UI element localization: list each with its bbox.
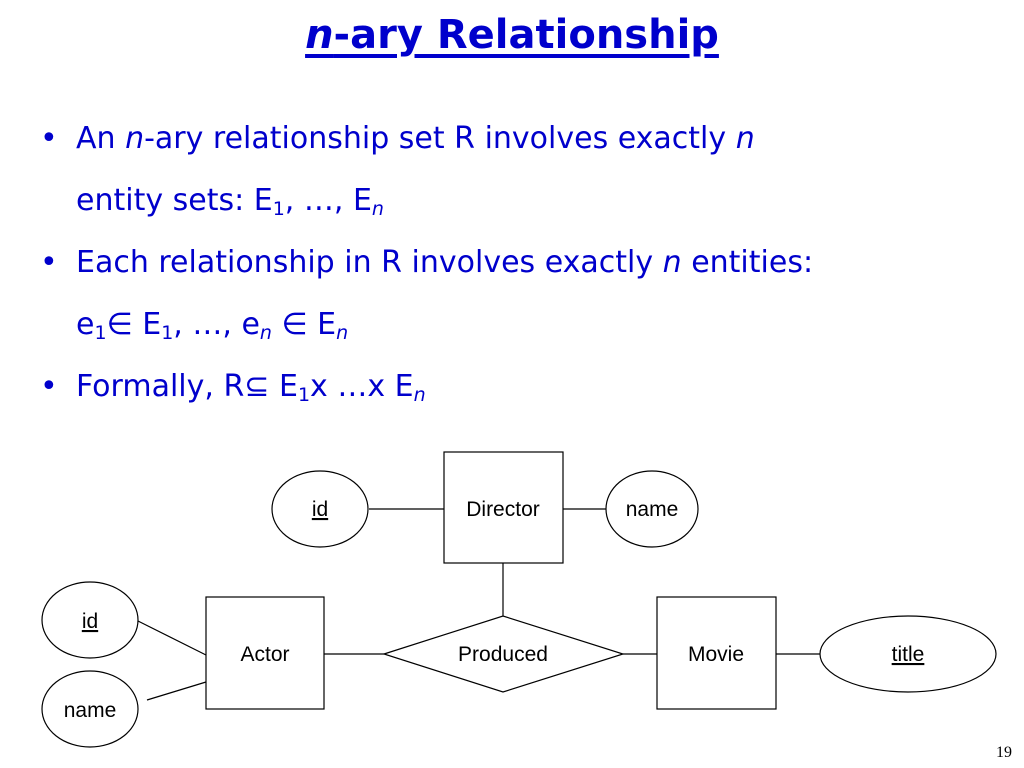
bullet-3: • Formally, R⊆ E1x …x En xyxy=(40,356,1000,418)
subscript: 1 xyxy=(161,322,174,344)
text: Formally, R xyxy=(76,369,245,404)
text: E xyxy=(317,307,337,342)
attribute-actor-id xyxy=(41,581,139,659)
attribute-movie-title xyxy=(819,615,997,693)
attribute-director-name xyxy=(605,470,699,548)
bullet-1: •An n-ary relationship set R involves ex… xyxy=(40,108,1000,232)
actor-label: Actor xyxy=(240,643,289,666)
entity-director xyxy=(443,451,564,564)
text: x …x E xyxy=(310,369,414,404)
bullet-dot: • xyxy=(40,245,58,280)
movie-title-label: title xyxy=(892,643,925,666)
subscript: 1 xyxy=(297,384,311,406)
text-italic-n: n xyxy=(662,245,682,280)
subscript: 1 xyxy=(272,198,285,220)
text: , …, e xyxy=(173,307,260,342)
text: An xyxy=(76,121,126,156)
entity-actor xyxy=(205,596,325,710)
attribute-director-id xyxy=(271,470,369,548)
element-of-symbol: ∈ xyxy=(271,307,318,342)
title-n: n xyxy=(305,12,334,58)
bullet-2: • Each relationship in R involves exactly… xyxy=(40,232,1000,356)
subset-symbol: ⊆ xyxy=(244,369,270,404)
relationship-produced xyxy=(382,615,625,693)
entity-movie xyxy=(656,596,777,710)
slide-title: n-ary Relationship xyxy=(0,12,1024,58)
page-number: 19 xyxy=(996,744,1012,761)
text-italic-n: n xyxy=(125,121,145,156)
text: E xyxy=(269,369,298,404)
bullet-dot: • xyxy=(40,369,58,404)
bullet-dot: • xyxy=(40,121,58,156)
text: entities: xyxy=(681,245,814,280)
attribute-actor-name xyxy=(41,670,139,748)
text: Each relationship in R involves exactly xyxy=(76,245,663,280)
element-of-symbol: ∈ xyxy=(106,307,133,342)
text: entity sets: E xyxy=(76,183,273,218)
text-italic-n: n xyxy=(735,121,755,156)
director-name-label: name xyxy=(626,498,679,521)
director-label: Director xyxy=(466,498,540,521)
actor-id-label: id xyxy=(82,610,98,633)
text: , …, E xyxy=(284,183,372,218)
text: E xyxy=(132,307,162,342)
subscript-n: n xyxy=(371,198,384,220)
director-id-label: id xyxy=(312,498,328,521)
subscript-n: n xyxy=(259,322,272,344)
title-rest: -ary Relationship xyxy=(333,12,719,58)
movie-label: Movie xyxy=(688,643,744,666)
subscript-n: n xyxy=(413,384,426,406)
connector-actor-id xyxy=(135,619,207,656)
text: e xyxy=(76,307,95,342)
subscript: 1 xyxy=(94,322,107,344)
produced-label: Produced xyxy=(458,643,548,666)
text: -ary relationship set R involves exactly xyxy=(144,121,736,156)
subscript-n: n xyxy=(336,322,349,344)
connector-actor-name xyxy=(146,681,207,701)
actor-name-label: name xyxy=(64,699,117,722)
bullet-list: •An n-ary relationship set R involves ex… xyxy=(40,108,1000,418)
